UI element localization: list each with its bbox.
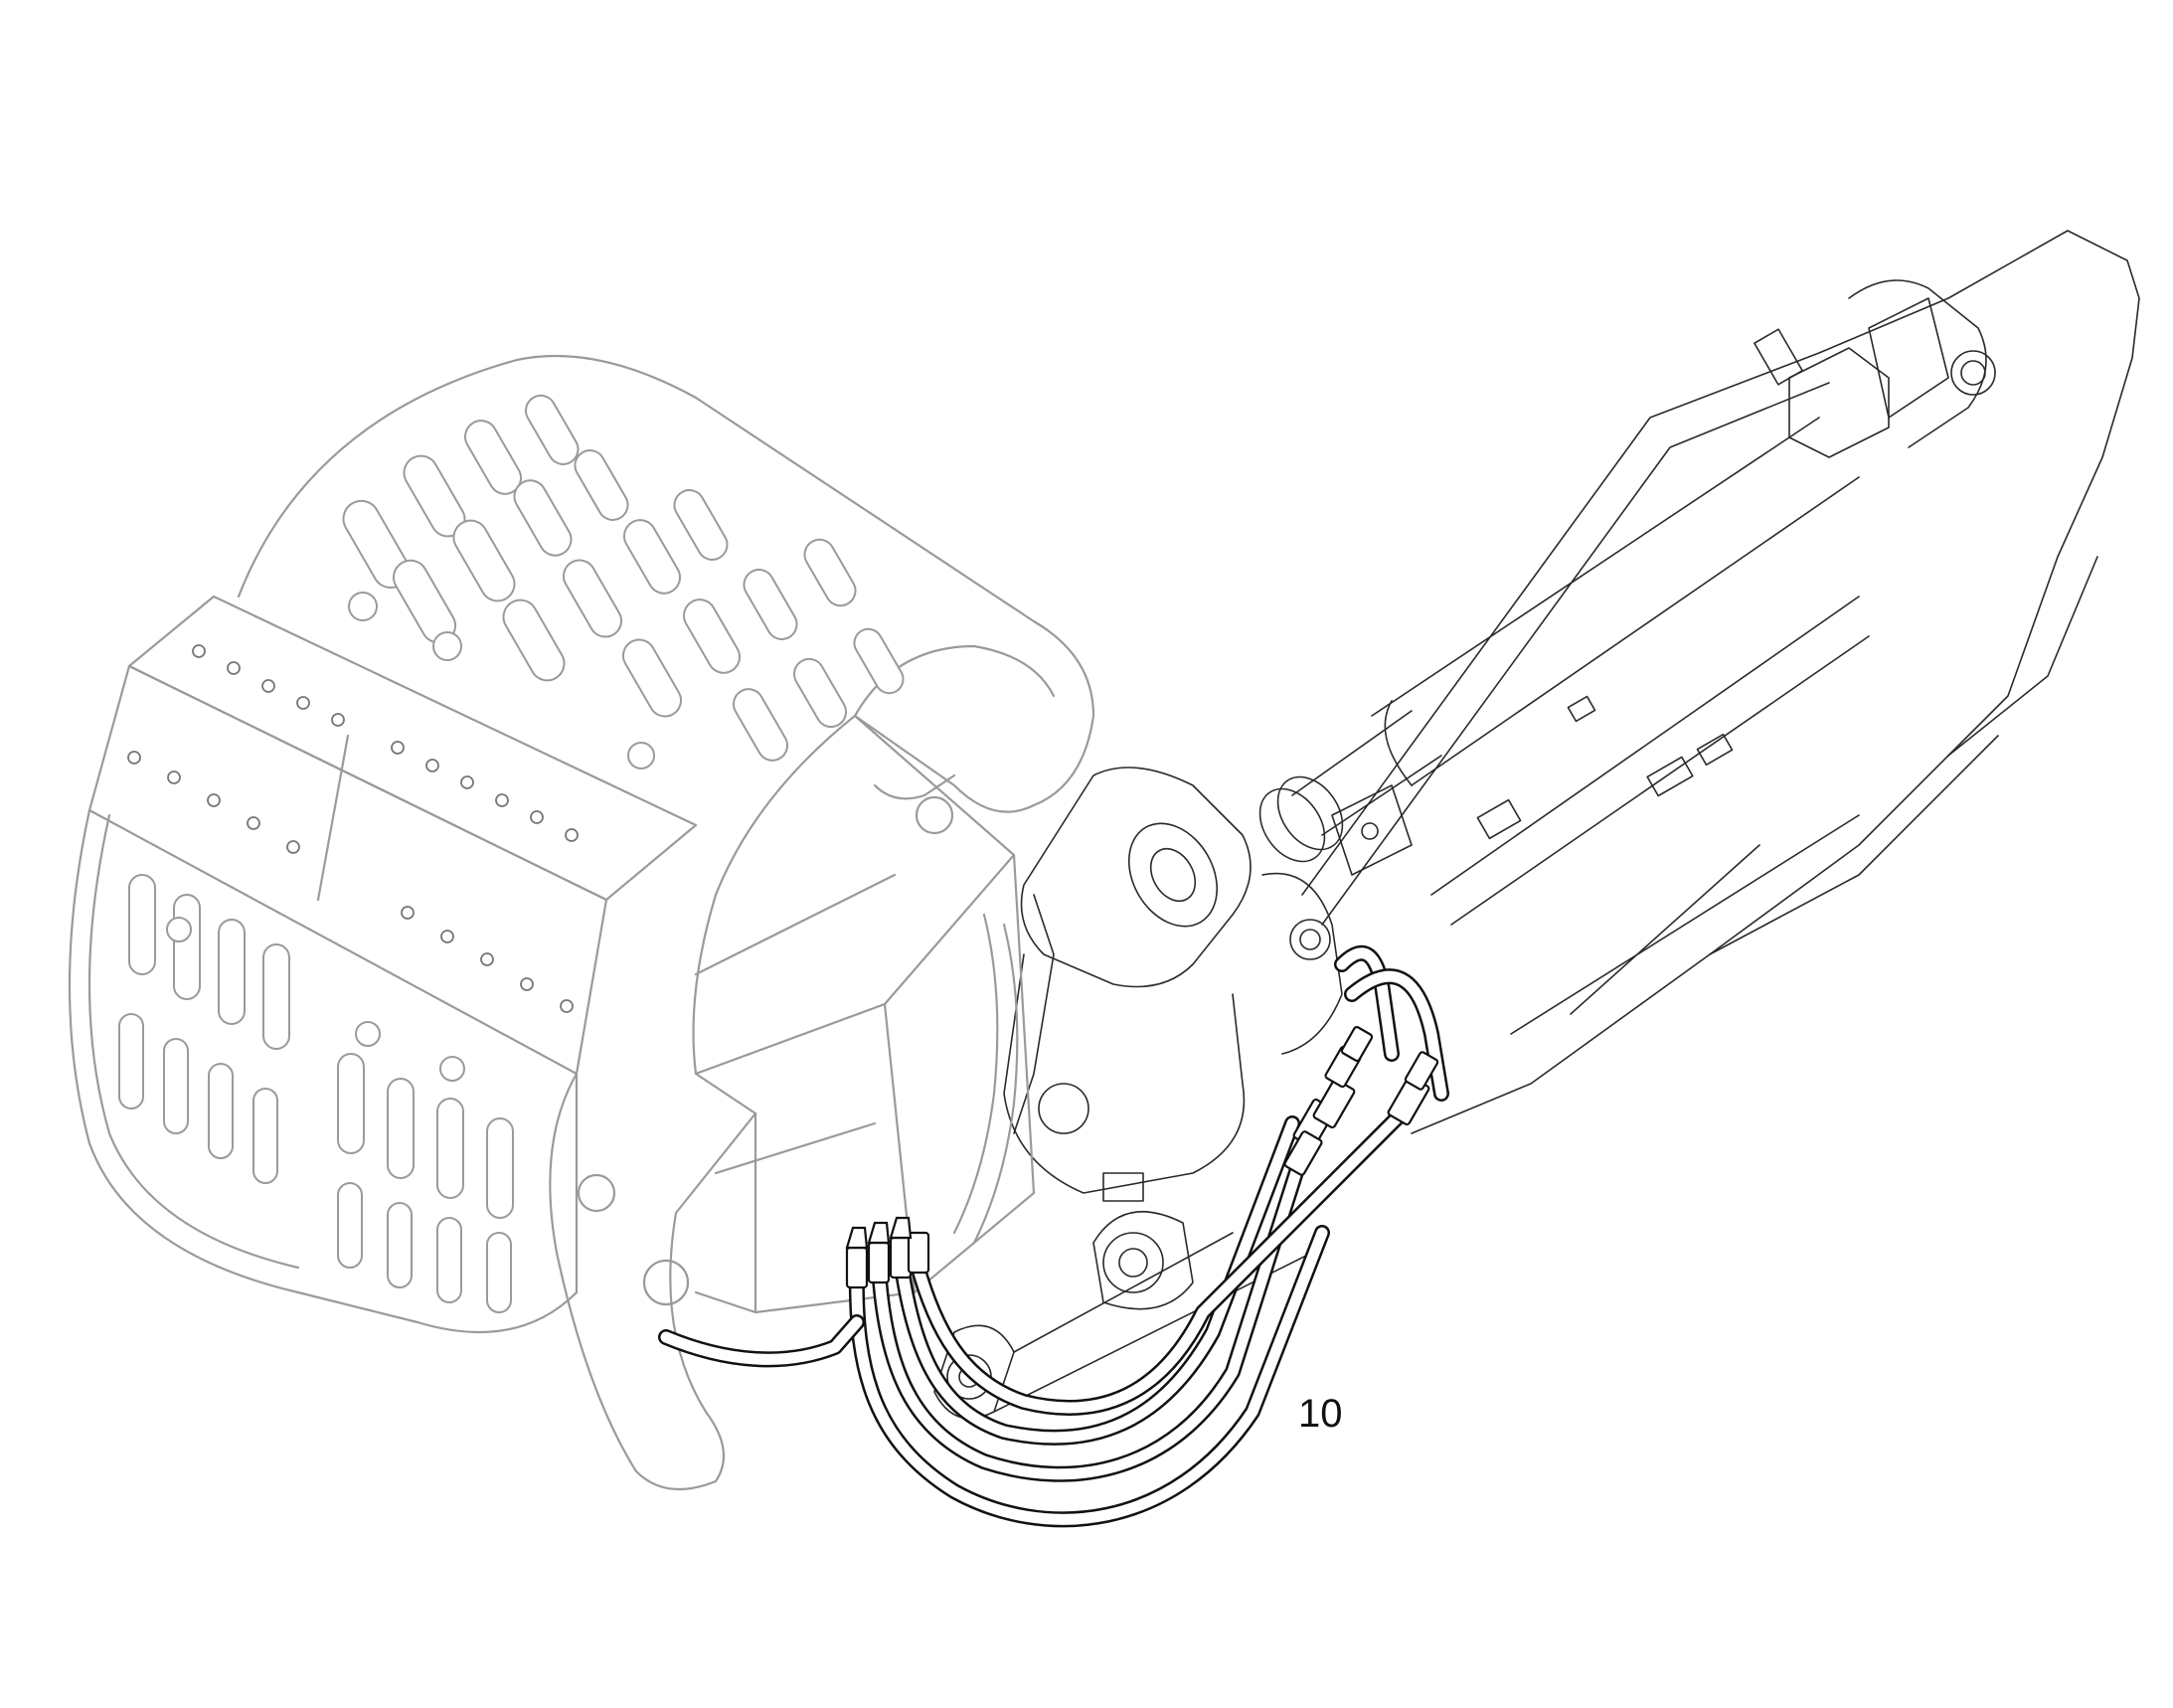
screening-bucket-drawing xyxy=(68,354,1095,1491)
hydraulic-hose-set xyxy=(658,944,1449,1528)
excavator-arm-drawing xyxy=(933,230,2140,1420)
callout-label: 10 xyxy=(1298,1392,1343,1436)
